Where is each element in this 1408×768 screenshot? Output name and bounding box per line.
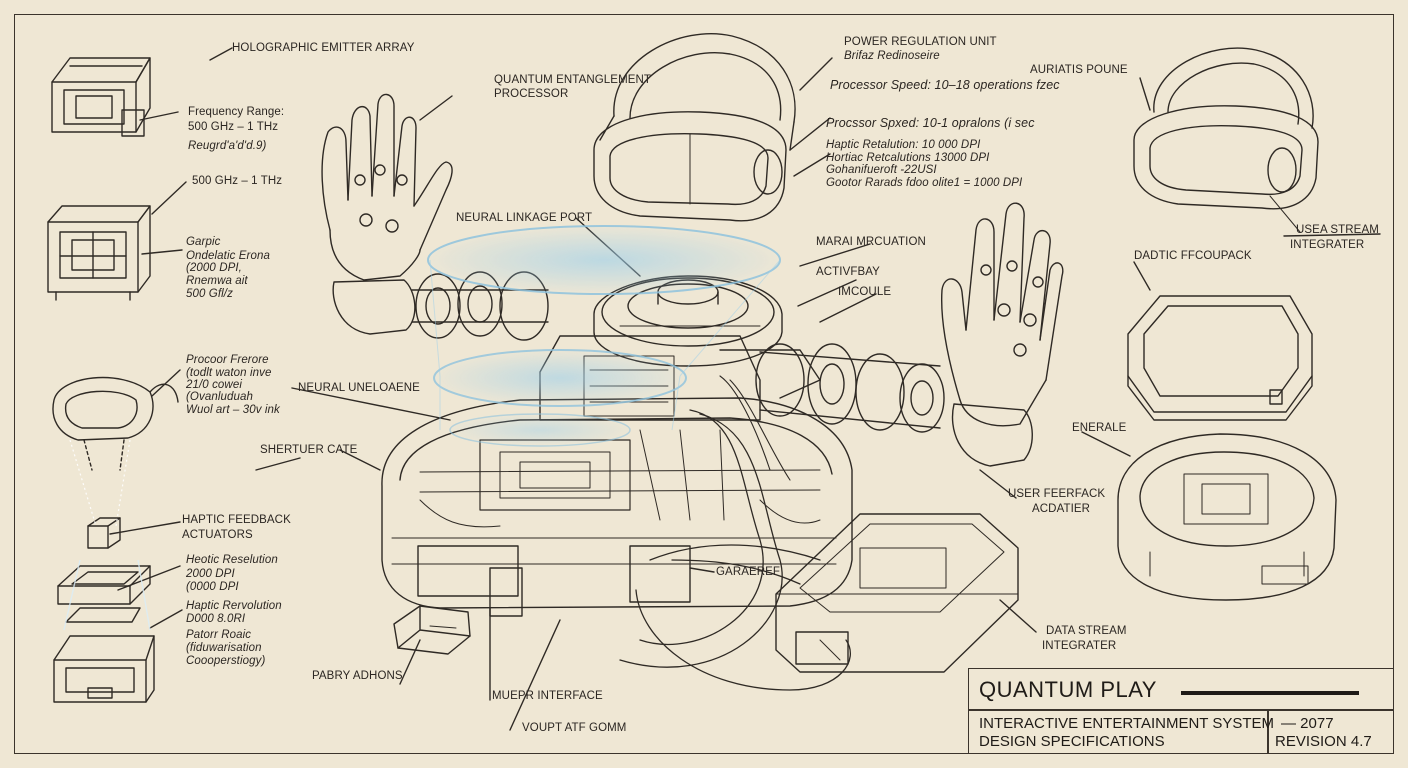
label-data-stream-1: DATA STREAM xyxy=(1046,625,1127,637)
label-garpic-5: 500 Gfl/z xyxy=(186,288,233,300)
label-processor-speed-1: Processor Speed: 10–18 operations fzec xyxy=(830,78,1060,92)
label-user-feedback-1: USER FEERFACK xyxy=(1008,488,1106,500)
label-muepr-interface: MUEPR INTERFACE xyxy=(492,690,603,702)
label-haptic-resolution-2: Hortiac Retcalutions 13000 DPI xyxy=(826,152,990,164)
left-base-unit xyxy=(53,607,155,703)
sheet-title: QUANTUM PLAY xyxy=(979,677,1157,702)
label-power-regulation-1: POWER REGULATION UNIT xyxy=(844,36,997,48)
sheet-subtitle-2: DESIGN SPECIFICATIONS xyxy=(979,733,1165,750)
label-auriatis-poune: AURIATIS POUNE xyxy=(1030,64,1128,76)
label-frequency-range: Frequency Range: xyxy=(188,106,285,118)
sheet-revision: REVISION 4.7 xyxy=(1275,733,1372,750)
label-garpic: Garpic xyxy=(186,236,221,248)
label-heotic-res-1: Heotic Reselution xyxy=(186,554,278,566)
label-patorr-2: (fiduwarisation xyxy=(186,642,262,654)
central-console xyxy=(381,335,853,617)
sheet-year: — 2077 xyxy=(1281,715,1334,732)
right-glove xyxy=(940,202,1064,467)
right-haptic-frame xyxy=(1127,295,1313,421)
connection-cables xyxy=(619,409,851,691)
right-headset xyxy=(1133,47,1319,233)
left-actuator-cube xyxy=(87,517,121,549)
label-power-regulation-2: Brifaz Redinoseire xyxy=(844,50,940,62)
left-emitter-module xyxy=(51,57,151,137)
label-processor-speed-2: Procssor Spxed: 10-1 opralons (i sec xyxy=(826,116,1035,130)
label-frequency-value: 500 GHz – 1 THz xyxy=(188,121,279,133)
label-haptic-actuators-1: HAPTIC FEEDBACK xyxy=(182,514,291,526)
label-neural-uneloaene: NEURAL UNELOAENE xyxy=(298,382,420,394)
right-coupler-arm xyxy=(719,343,945,481)
label-neural-linkage-port: NEURAL LINKAGE PORT xyxy=(456,212,593,224)
label-haptic-actuators-2: ACTUATORS xyxy=(182,529,253,541)
label-frequency-note: Reugrd'a'd'd.9) xyxy=(188,140,267,152)
left-headset-small xyxy=(52,376,179,471)
label-holographic-emitter: HOLOGRAPHIC EMITTER ARRAY xyxy=(232,42,415,54)
label-quantum-processor-2: PROCESSOR xyxy=(494,88,569,100)
title-block-vertical-divider xyxy=(1267,709,1269,753)
label-haptic-resolution-3: Gohanifueroft -22USI xyxy=(826,164,937,176)
left-emitter-module-2 xyxy=(47,205,151,301)
label-usea-stream-2: INTEGRATER xyxy=(1290,239,1365,251)
left-haptic-pad xyxy=(57,565,151,605)
left-holo-beam xyxy=(63,439,151,631)
title-block: QUANTUM PLAY INTERACTIVE ENTERTAINMENT S… xyxy=(968,668,1394,754)
label-patorr-3: Coooperstiogy) xyxy=(186,655,266,667)
label-quantum-processor-1: QUANTUM ENTANGLEMENT xyxy=(494,74,652,86)
center-headset xyxy=(593,33,796,222)
holographic-field xyxy=(427,225,781,447)
label-activfbay: ACTIVFBAY xyxy=(816,266,880,278)
label-heotic-res-3: (0000 DPI xyxy=(186,581,239,593)
label-frequency-value-2: 500 GHz – 1 THz xyxy=(192,175,283,187)
label-shertuer-cate: SHERTUER CATE xyxy=(260,444,358,456)
pabry-addon-device xyxy=(393,605,471,655)
title-block-divider xyxy=(969,709,1393,711)
title-rule xyxy=(1181,691,1359,695)
label-voupt-atf-gomm: VOUPT ATF GOMM xyxy=(522,722,627,734)
right-engine-module xyxy=(1117,433,1337,601)
label-garpic-4: Rnemwa ait xyxy=(186,275,248,287)
left-glove xyxy=(321,93,453,335)
label-patorr-1: Patorr Roaic xyxy=(186,629,252,641)
label-haptic-rev-2: D000 8.0RI xyxy=(186,613,246,625)
drawing-border xyxy=(14,14,1394,754)
label-haptic-rev-1: Haptic Rervolution xyxy=(186,600,282,612)
label-proc-left-3: 21/0 cowei xyxy=(186,379,242,391)
label-garpic-2: Ondelatic Erona xyxy=(186,250,270,262)
label-haptic-resolution-4: Gootor Rarads fdoo olite1 = 1000 DPI xyxy=(826,177,1023,189)
label-pabry-adhons: PABRY ADHONS xyxy=(312,670,403,682)
label-marai-mrcuation: MARAI MRCUATION xyxy=(816,236,926,248)
label-proc-left-5: Wuol art – 30v ink xyxy=(186,404,280,416)
lower-processor-box xyxy=(775,513,1019,673)
sheet-subtitle-1: INTERACTIVE ENTERTAINMENT SYSTEM xyxy=(979,715,1275,732)
label-enerale: ENERALE xyxy=(1072,422,1127,434)
label-proc-left-2: (todlt waton inve xyxy=(186,367,272,379)
label-heotic-res-2: 2000 DPI xyxy=(186,568,235,580)
label-usea-stream-1: USEA STREAM xyxy=(1296,224,1379,236)
label-data-stream-2: INTEGRATER xyxy=(1042,640,1117,652)
label-garpic-3: (2000 DPI, xyxy=(186,262,242,274)
label-haptic-resolution-1: Haptic Retalution: 10 000 DPI xyxy=(826,139,981,151)
label-dadtic-ffcoupack: DADTIC FFCOUPACK xyxy=(1134,250,1252,262)
label-user-feedback-2: ACDATIER xyxy=(1032,503,1091,515)
label-proc-left-4: (Ovanluduah xyxy=(186,391,253,403)
label-imcoule: IMCOULE xyxy=(838,286,892,298)
label-garaeref: GARAEREF xyxy=(716,566,781,578)
label-proc-left-1: Procoor Frerore xyxy=(186,354,269,366)
